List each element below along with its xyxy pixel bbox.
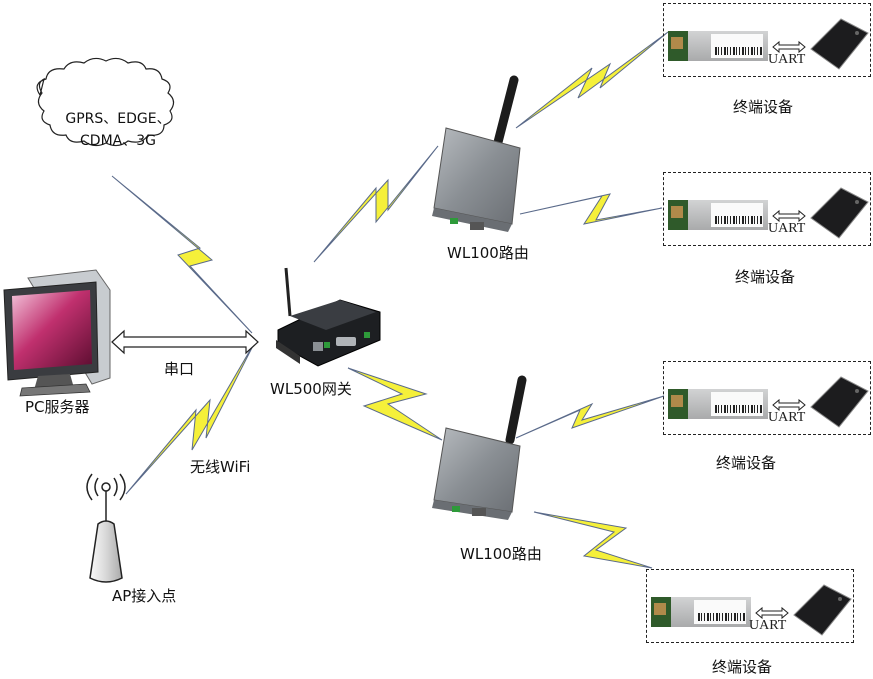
wireless-link-router2-terminal4 xyxy=(533,511,653,569)
chip-icon xyxy=(810,187,869,239)
chip-icon xyxy=(810,18,869,70)
wifi-module-icon xyxy=(668,31,768,61)
cloud-line-1: GPRS、EDGE、 xyxy=(65,111,171,127)
router-label-2: WL100路由 xyxy=(460,545,542,563)
wifi-module-icon xyxy=(668,389,768,419)
uart-arrow-icon xyxy=(772,209,806,223)
access-point-icon xyxy=(86,473,126,583)
chip-icon xyxy=(793,584,852,636)
terminal-graphics-1 xyxy=(668,18,869,70)
gateway-device-icon xyxy=(276,267,381,367)
uart-arrow-icon xyxy=(772,40,806,54)
pc-server-icon xyxy=(3,269,111,397)
gateway-label: WL500网关 xyxy=(270,380,352,398)
terminal-device-box-4: UART xyxy=(646,569,854,643)
uart-arrow-icon xyxy=(755,606,789,620)
access-point-label: AP接入点 xyxy=(112,587,177,605)
router-device-icon-2 xyxy=(432,375,527,520)
wireless-link-gateway-router2 xyxy=(347,367,443,441)
cloud-label: GPRS、EDGE、 CDMA、3G xyxy=(58,108,178,152)
wireless-link-gateway-router1 xyxy=(313,145,439,263)
wifi-link-label: 无线WiFi xyxy=(190,458,251,476)
uart-label-4: UART xyxy=(749,618,787,633)
wifi-module-icon xyxy=(668,200,768,230)
terminal-device-label-2: 终端设备 xyxy=(735,268,796,286)
terminal-device-label-1: 终端设备 xyxy=(733,98,794,116)
serial-link-label: 串口 xyxy=(164,360,195,378)
router-device-icon-1 xyxy=(432,75,521,232)
terminal-device-box-3: UART xyxy=(663,361,871,435)
terminal-device-label-4: 终端设备 xyxy=(712,658,773,676)
pc-server-label: PC服务器 xyxy=(25,398,90,416)
chip-icon xyxy=(810,376,869,428)
terminal-graphics-4 xyxy=(651,584,852,636)
wifi-module-icon xyxy=(651,597,751,627)
serial-double-arrow xyxy=(111,329,259,355)
wireless-link-router1-terminal2 xyxy=(519,193,663,225)
uart-arrow-icon xyxy=(772,398,806,412)
cloud-icon xyxy=(36,57,175,147)
wireless-link-cloud-gateway xyxy=(111,175,253,334)
wireless-link-router2-terminal3 xyxy=(515,395,665,439)
uart-label-1: UART xyxy=(768,52,806,67)
terminal-device-label-3: 终端设备 xyxy=(716,454,777,472)
terminal-graphics-2 xyxy=(668,187,869,239)
router-label-1: WL100路由 xyxy=(447,244,529,262)
uart-label-3: UART xyxy=(768,410,806,425)
terminal-graphics-3 xyxy=(668,376,869,428)
wireless-link-router1-terminal1 xyxy=(515,31,669,129)
cloud-line-2: CDMA、3G xyxy=(80,133,156,149)
terminal-device-box-1: UART xyxy=(663,3,871,77)
uart-label-2: UART xyxy=(768,221,806,236)
terminal-device-box-2: UART xyxy=(663,172,871,246)
